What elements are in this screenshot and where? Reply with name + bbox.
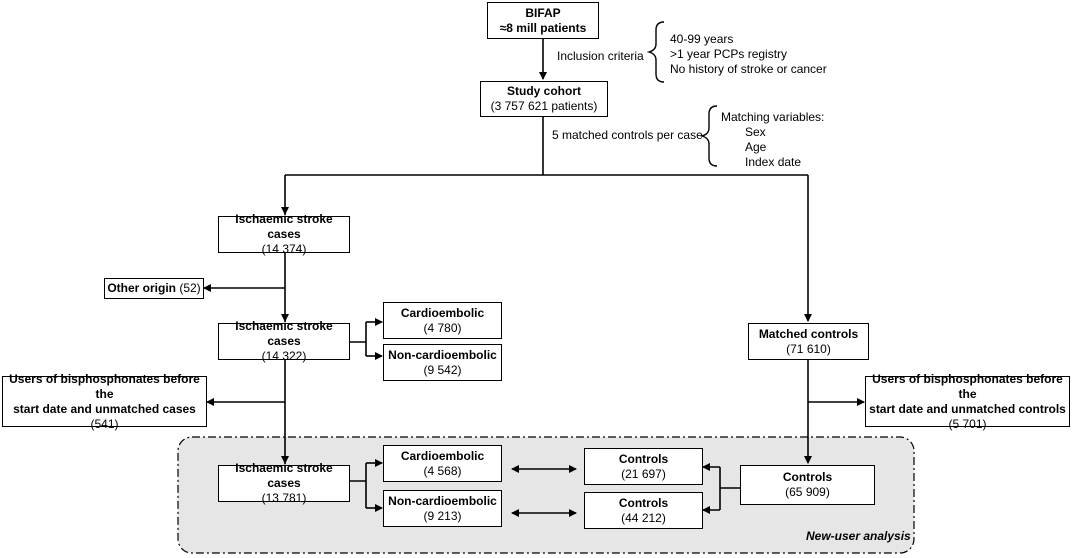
isc3-title: Ischaemic stroke cases [235,461,333,490]
inclusion-brace [646,21,665,83]
matched-value: (71 610) [786,341,831,356]
matching-label: 5 matched controls per case [552,128,703,142]
matching-item: Sex [745,125,766,139]
noncardio1-title: Non-cardioembolic [388,347,497,362]
new-user-analysis-label: New-user analysis [806,529,911,543]
isc2-value: (14 322) [261,349,307,363]
cardio1-title: Cardioembolic [400,305,485,320]
bifap-box: BIFAP ≈8 mill patients [487,2,599,39]
bifap-value: ≈8 mill patients [499,20,587,35]
cardio2-value: (4 568) [423,463,462,478]
other-origin-box: Other origin (52) [104,278,204,299]
inclusion-item: No history of stroke or cancer [670,62,827,76]
cardioembolic-box-2: Cardioembolic (4 568) [383,445,502,482]
matching-title: Matching variables: [721,110,825,124]
inclusion-item: 40-99 years [670,32,734,46]
excl-controls-value: (5 701) [948,416,987,431]
isc1-title: Ischaemic stroke cases [235,212,333,241]
controls-total-value: (65 909) [785,485,830,499]
controls-b-value: (44 212) [621,510,666,525]
controls-total-title: Controls [782,470,833,484]
isc2-title: Ischaemic stroke cases [235,319,333,348]
other-origin-title: Other origin [107,281,176,295]
cardio2-title: Cardioembolic [400,448,485,463]
controls-a-value: (21 697) [621,466,666,481]
cardioembolic-box-1: Cardioembolic (4 780) [383,302,502,339]
isc3-value: (13 781) [261,491,307,505]
excl-cases-line1: Users of bisphosphonates before the [9,371,200,401]
cohort-title: Study cohort [507,84,581,98]
ischaemic-cases-box-1: Ischaemic stroke cases (14 374) [218,212,350,256]
new-user-analysis-region [177,436,915,554]
non-cardioembolic-box-1: Non-cardioembolic (9 542) [383,344,502,381]
matching-item: Age [745,140,767,154]
controls-box-b: Controls (44 212) [584,492,703,529]
excluded-cases-box: Users of bisphosphonates before the star… [2,372,207,431]
non-cardioembolic-box-2: Non-cardioembolic (9 213) [383,490,502,527]
isc1-value: (14 374) [261,242,307,256]
other-origin-value: (52) [179,281,201,295]
noncardio1-value: (9 542) [423,362,462,377]
excl-controls-line1: Users of bisphosphonates before the [872,371,1063,401]
matched-controls-box: Matched controls (71 610) [748,323,869,360]
controls-a-title: Controls [618,451,669,466]
noncardio2-value: (9 213) [423,508,462,523]
controls-b-title: Controls [618,495,669,510]
matching-brace [699,105,718,167]
excl-cases-line2: start date and unmatched cases [13,401,196,416]
inclusion-label: Inclusion criteria [557,49,644,63]
ischaemic-cases-box-3: Ischaemic stroke cases (13 781) [218,461,350,505]
matched-title: Matched controls [758,326,859,341]
excl-cases-value: (541) [90,416,119,431]
inclusion-item: >1 year PCPs registry [670,47,788,61]
controls-box-a: Controls (21 697) [584,448,703,485]
noncardio2-title: Non-cardioembolic [388,493,497,508]
bifap-title: BIFAP [525,5,561,20]
ischaemic-cases-box-2: Ischaemic stroke cases (14 322) [218,319,350,363]
cardio1-value: (4 780) [423,320,462,335]
study-cohort-box: Study cohort (3 757 621 patients) [480,81,608,117]
matching-item: Index date [745,155,802,169]
controls-total-box: Controls (65 909) [740,465,875,505]
excl-controls-line2: start date and unmatched controls [869,401,1066,416]
cohort-value: (3 757 621 patients) [490,99,598,113]
excluded-controls-box: Users of bisphosphonates before the star… [865,372,1070,431]
